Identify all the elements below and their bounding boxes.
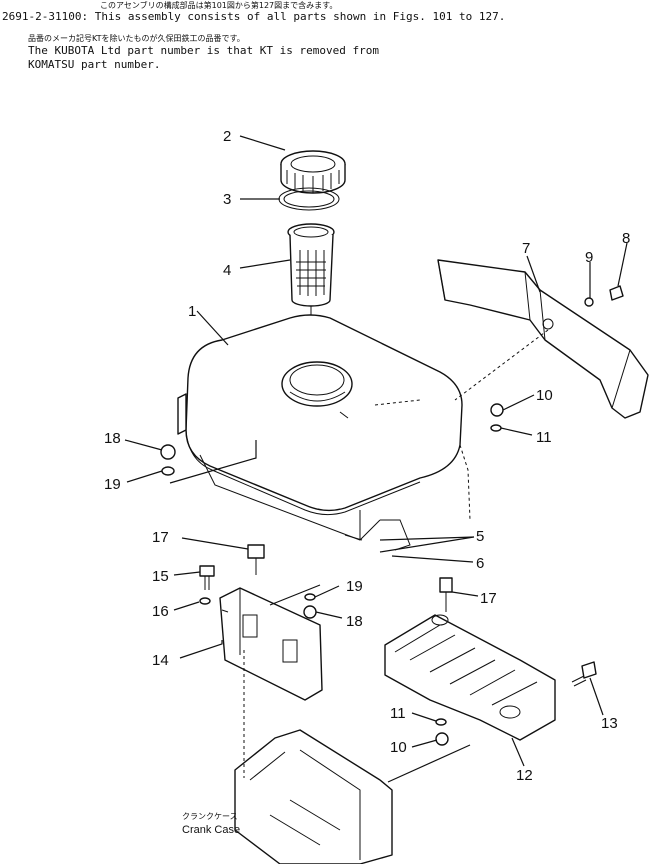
header-jp-line1: このアセンブリの構成部品は第101図から第127図まで含みます。 [100, 1, 338, 10]
callout-6: 6 [476, 555, 484, 572]
header-line3: KOMATSU part number. [28, 58, 161, 71]
part-gasket [278, 187, 340, 211]
callout-4: 4 [223, 262, 231, 279]
callout-9: 9 [585, 249, 593, 266]
callout-10a: 10 [536, 387, 553, 404]
callout-7: 7 [522, 240, 530, 257]
header-line2: The KUBOTA Ltd part number is that KT is… [28, 44, 379, 57]
part-cap [280, 150, 346, 194]
callout-18b: 18 [346, 613, 363, 630]
callout-17a: 17 [152, 529, 169, 546]
part-bolts [199, 285, 624, 687]
callout-12: 12 [516, 767, 533, 784]
callout-10b: 10 [390, 739, 407, 756]
callout-14: 14 [152, 652, 169, 669]
callout-17b: 17 [480, 590, 497, 607]
callout-19a: 19 [104, 476, 121, 493]
crank-case-en: Crank Case [182, 824, 240, 836]
callout-8: 8 [622, 230, 630, 247]
part-crank-case [234, 650, 393, 864]
crank-case-jp: クランクケース [182, 812, 238, 821]
part-bracket [384, 600, 556, 741]
part-plate [219, 587, 323, 701]
header-jp-line2: 品番のメーカ記号KTを除いたものが久保田鉄工の品番です。 [28, 34, 245, 43]
crank-case-caption: クランクケース Crank Case [182, 812, 240, 836]
callout-11a: 11 [536, 429, 552, 446]
callout-5: 5 [476, 528, 484, 545]
part-cover [437, 259, 649, 419]
callout-15: 15 [152, 568, 169, 585]
leader-lines [124, 135, 628, 783]
callout-13: 13 [601, 715, 618, 732]
callout-2: 2 [223, 128, 231, 145]
callout-18a: 18 [104, 430, 121, 447]
callout-19b: 19 [346, 578, 363, 595]
part-washers-nuts [160, 297, 594, 746]
callout-labels: 1 2 3 4 5 6 7 8 9 10 10 11 11 12 13 14 1… [104, 128, 630, 784]
part-mount [247, 544, 453, 604]
part-fuel-tank [177, 314, 471, 551]
header-line1: 2691-2-31100: This assembly consists of … [2, 10, 506, 23]
callout-16: 16 [152, 603, 169, 620]
callout-3: 3 [223, 191, 231, 208]
callout-1: 1 [188, 303, 196, 320]
callout-11b: 11 [390, 705, 406, 722]
